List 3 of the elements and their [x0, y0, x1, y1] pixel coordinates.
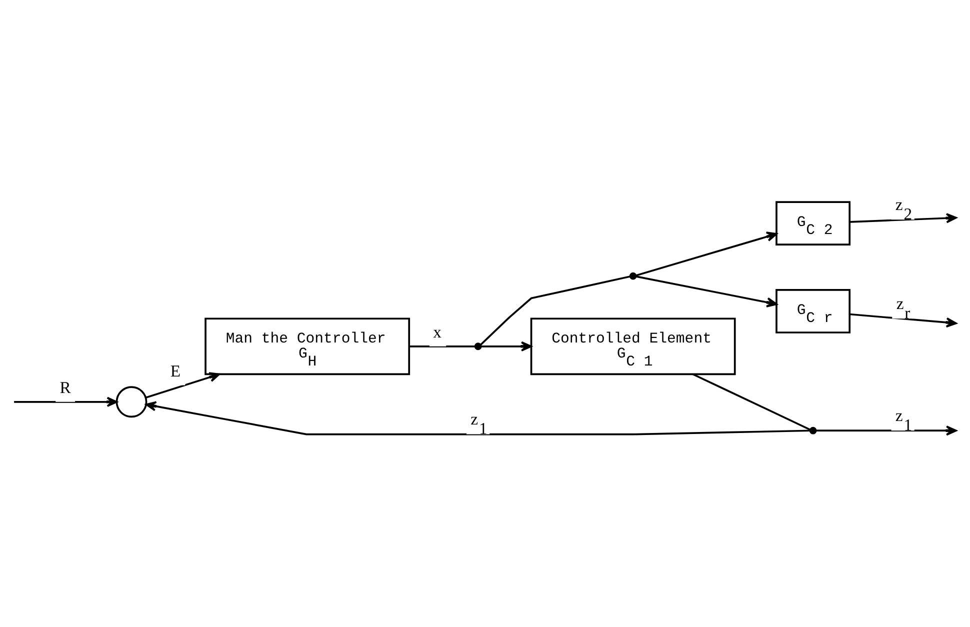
edge-label: E [170, 360, 181, 380]
edge-label: R [60, 378, 71, 397]
edge-label: x [433, 322, 442, 342]
